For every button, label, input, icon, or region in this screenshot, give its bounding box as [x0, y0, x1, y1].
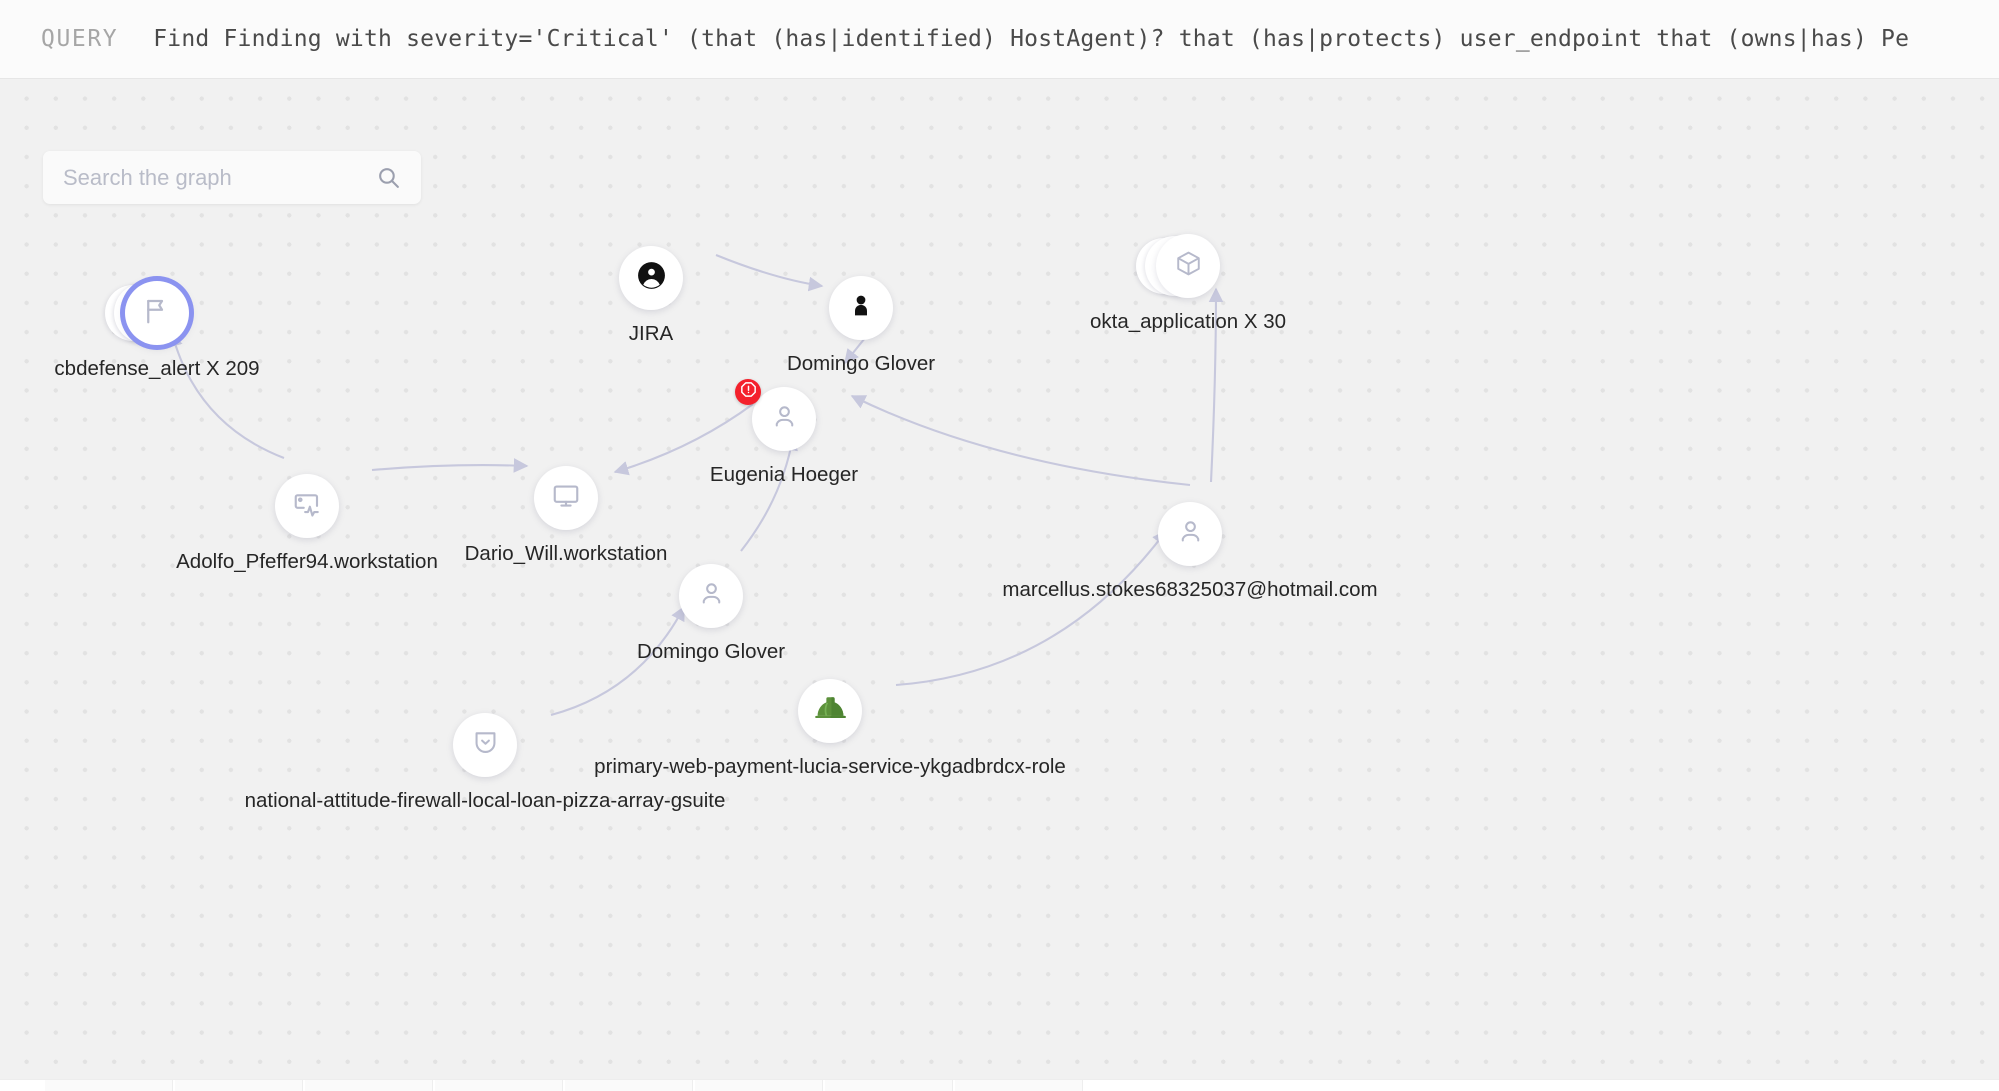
edge-iamrole-to-marcellus: [895, 529, 1167, 687]
node-label: Adolfo_Pfeffer94.workstation: [176, 550, 438, 573]
monitor-icon: [551, 481, 581, 516]
node-circle[interactable]: [798, 679, 862, 743]
node-circle[interactable]: [679, 564, 743, 628]
search-box[interactable]: [43, 151, 421, 204]
edge-adolfo-to-dario: [371, 458, 529, 473]
node-label: Dario_Will.workstation: [464, 542, 668, 565]
node-circle[interactable]: [752, 387, 816, 451]
person-outline-icon: [770, 402, 799, 436]
edge-marcellus-to-eugenia: [850, 395, 1191, 487]
cube-icon: [1174, 249, 1203, 283]
edge-eugenia-to-dario: [613, 403, 754, 476]
edge-adolfo-to-cbdefense: [168, 331, 285, 459]
node-circle[interactable]: [453, 713, 517, 777]
flag-icon: [142, 296, 172, 331]
query-label: QUERY: [41, 26, 119, 52]
graph-canvas[interactable]: cbdefense_alert X 209 JIRA: [0, 79, 1999, 1091]
node-label: okta_application X 30: [1089, 310, 1287, 333]
table-cell: [305, 1080, 433, 1091]
person-outline-icon: [697, 579, 726, 613]
search-input[interactable]: [63, 164, 376, 191]
node-circle[interactable]: [1158, 502, 1222, 566]
table-cell: [175, 1080, 303, 1091]
edge-marcellus-to-okta: [1208, 287, 1224, 483]
edge-jira-to-domingo-top: [715, 254, 824, 292]
node-label: primary-web-payment-lucia-service-ykgadb…: [594, 755, 1066, 778]
query-text[interactable]: Find Finding with severity='Critical' (t…: [153, 26, 1910, 52]
node-circle[interactable]: [275, 474, 339, 538]
node-circle[interactable]: [125, 281, 189, 345]
table-cell: [435, 1080, 563, 1091]
search-icon[interactable]: [376, 165, 401, 190]
person-filled-icon: [846, 291, 876, 326]
alert-octagon-icon: [740, 381, 757, 403]
account-circle-filled-icon: [636, 260, 667, 296]
edge-gsuite-to-domingo-bottom: [550, 605, 685, 717]
node-label: Domingo Glover: [636, 640, 786, 663]
node-label: cbdefense_alert X 209: [54, 357, 260, 380]
monitor-activity-icon: [292, 489, 322, 524]
node-circle[interactable]: [619, 246, 683, 310]
node-label: Domingo Glover: [786, 352, 936, 375]
status-badge-alert[interactable]: [735, 379, 761, 405]
table-cell: [45, 1080, 173, 1091]
hard-hat-emoji-icon: [814, 693, 846, 730]
person-outline-icon: [1176, 517, 1205, 551]
graph-edge-layer: [168, 254, 1224, 717]
node-label: JIRA: [628, 322, 674, 345]
table-cell: [825, 1080, 953, 1091]
node-label: Eugenia Hoeger: [709, 463, 859, 486]
query-bar: QUERY Find Finding with severity='Critic…: [0, 0, 1999, 79]
table-cell: [565, 1080, 693, 1091]
node-circle[interactable]: [534, 466, 598, 530]
table-cell: [955, 1080, 1083, 1091]
node-label: marcellus.stokes68325037@hotmail.com: [1002, 578, 1378, 601]
node-circle[interactable]: [829, 276, 893, 340]
shield-chevron-icon: [471, 728, 500, 762]
node-circle[interactable]: [1156, 234, 1220, 298]
edge-domingo-bottom-to-eugenia: [740, 435, 798, 552]
bottom-table-strip: [0, 1079, 1999, 1091]
table-cell: [695, 1080, 823, 1091]
node-label: national-attitude-firewall-local-loan-pi…: [244, 789, 726, 812]
